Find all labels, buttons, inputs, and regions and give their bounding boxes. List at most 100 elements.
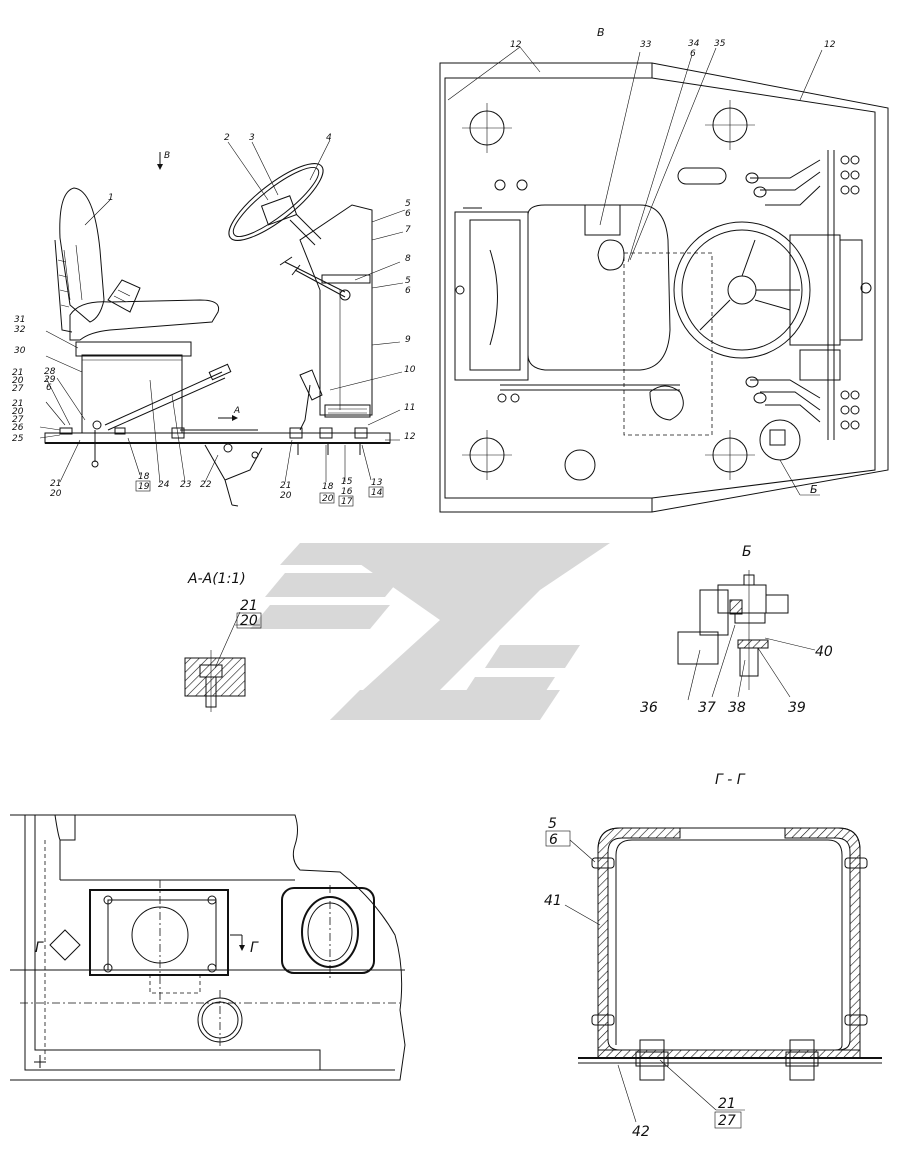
label-p28-den: 29 [44, 375, 56, 385]
label-p31-num: 31 [14, 315, 25, 325]
label-aa-p21-den: 20 [240, 613, 258, 629]
label-p21d-den: 20 [12, 376, 24, 386]
watermark-logo [250, 543, 610, 720]
label-p22: 22 [200, 480, 212, 490]
label-p12: 12 [404, 432, 416, 442]
label-p18b-den: 20 [322, 494, 334, 504]
label-p5a-den: 6 [405, 209, 411, 219]
label-p23: 23 [180, 480, 192, 490]
label-p10: 10 [404, 365, 416, 375]
label-p15-num: 15 [341, 477, 353, 487]
label-p31-den: 32 [14, 325, 26, 335]
mounting-holes [455, 100, 872, 481]
label-p21a-den: 20 [50, 489, 62, 499]
label-aa-p21-num: 21 [240, 598, 258, 614]
label-p38: 38 [728, 700, 746, 716]
seat-control-unit [107, 279, 141, 313]
control-rods [745, 150, 860, 440]
label-p40: 40 [815, 644, 833, 660]
label-p5b-num: 5 [405, 276, 411, 286]
label-p36: 36 [640, 700, 658, 716]
section-aa [184, 611, 260, 712]
label-p21b-den: 20 [12, 407, 24, 417]
side-view [39, 139, 406, 507]
label-arrow-a: А [233, 406, 240, 416]
control-lever [104, 371, 223, 426]
label-p28-num: 28 [44, 367, 56, 377]
label-p41: 41 [544, 893, 562, 909]
label-gg-p21-den: 27 [718, 1113, 736, 1129]
label-p21b-den2: 27 [12, 415, 24, 425]
label-gg-right: Г [250, 940, 259, 956]
label-p34-num: 34 [688, 39, 700, 49]
label-p28-den2: 6 [46, 383, 52, 393]
label-p35: 35 [714, 39, 726, 49]
label-gg-p5-den: 6 [549, 832, 558, 848]
label-p7: 7 [405, 225, 411, 235]
section-aa-body [184, 657, 246, 697]
label-p9: 9 [405, 335, 411, 345]
label-p34-den: 6 [690, 49, 696, 59]
steering-wheel [228, 163, 324, 241]
label-p2: 2 [224, 133, 230, 143]
steering-column-housing [299, 204, 373, 416]
seat-cushion [69, 299, 220, 341]
seat-support [81, 354, 183, 434]
label-p25: 25 [12, 434, 24, 444]
label-p21a-num: 21 [50, 479, 61, 489]
label-gg-p5-num: 5 [548, 816, 557, 832]
label-p3: 3 [249, 133, 255, 143]
seat-slide [75, 341, 192, 357]
label-p21c-num: 21 [280, 481, 291, 491]
base-plate [44, 432, 391, 444]
label-p12a: 12 [510, 40, 522, 50]
label-p37: 37 [698, 700, 716, 716]
side-view-labels: В А 1 2 3 4 5 6 7 8 5 6 9 10 11 12 13 14… [12, 133, 416, 507]
label-p42: 42 [632, 1124, 650, 1140]
label-view-b-top: В [597, 26, 605, 39]
label-p18-num: 18 [138, 472, 150, 482]
seat-top [527, 204, 671, 371]
seat-backrest [59, 187, 105, 323]
label-p26: 26 [12, 423, 24, 433]
label-p30: 30 [14, 346, 26, 356]
label-p13-num: 13 [371, 478, 383, 488]
hidden-outline [623, 252, 713, 436]
label-p4: 4 [326, 133, 332, 143]
pedal [299, 369, 323, 401]
label-p15-den: 16 [341, 487, 353, 497]
detail-b [677, 570, 816, 701]
plan-fragment [10, 814, 406, 1081]
cab-floor-outline [439, 62, 889, 513]
label-section-gg: Г - Г [715, 772, 746, 788]
label-gg-left: Г [35, 940, 44, 956]
label-p18-den: 19 [138, 482, 150, 492]
label-p33: 33 [640, 40, 652, 50]
gg-bolts [591, 857, 868, 1081]
round-hole [197, 997, 243, 1043]
label-gg-p21-num: 21 [718, 1096, 736, 1112]
section-gg [564, 827, 882, 1123]
top-view-labels: В 12 12 33 34 6 35 Б [510, 26, 836, 496]
label-detail-b-ref: Б [810, 483, 818, 496]
label-p11: 11 [404, 403, 415, 413]
label-p18b-num: 18 [322, 482, 334, 492]
label-p5b-den: 6 [405, 286, 411, 296]
label-p24: 24 [158, 480, 170, 490]
detail-b-housing [677, 631, 719, 665]
base-bolts [59, 427, 368, 455]
label-p21b-num: 21 [12, 399, 23, 409]
detail-b-callout [759, 419, 801, 461]
floor-slot [677, 167, 727, 185]
label-p5a-num: 5 [405, 199, 411, 209]
label-view-b-side: В [164, 151, 170, 161]
label-p8: 8 [405, 254, 411, 264]
label-p1: 1 [108, 193, 114, 203]
oval-port-frame [281, 887, 375, 974]
label-p21d-num: 21 [12, 368, 23, 378]
steering-wheel-top [673, 221, 811, 359]
label-p12b: 12 [824, 40, 836, 50]
label-p15-den2: 17 [341, 497, 353, 507]
label-section-aa: А-А(1:1) [187, 571, 246, 587]
label-detail-b: Б [742, 544, 752, 560]
